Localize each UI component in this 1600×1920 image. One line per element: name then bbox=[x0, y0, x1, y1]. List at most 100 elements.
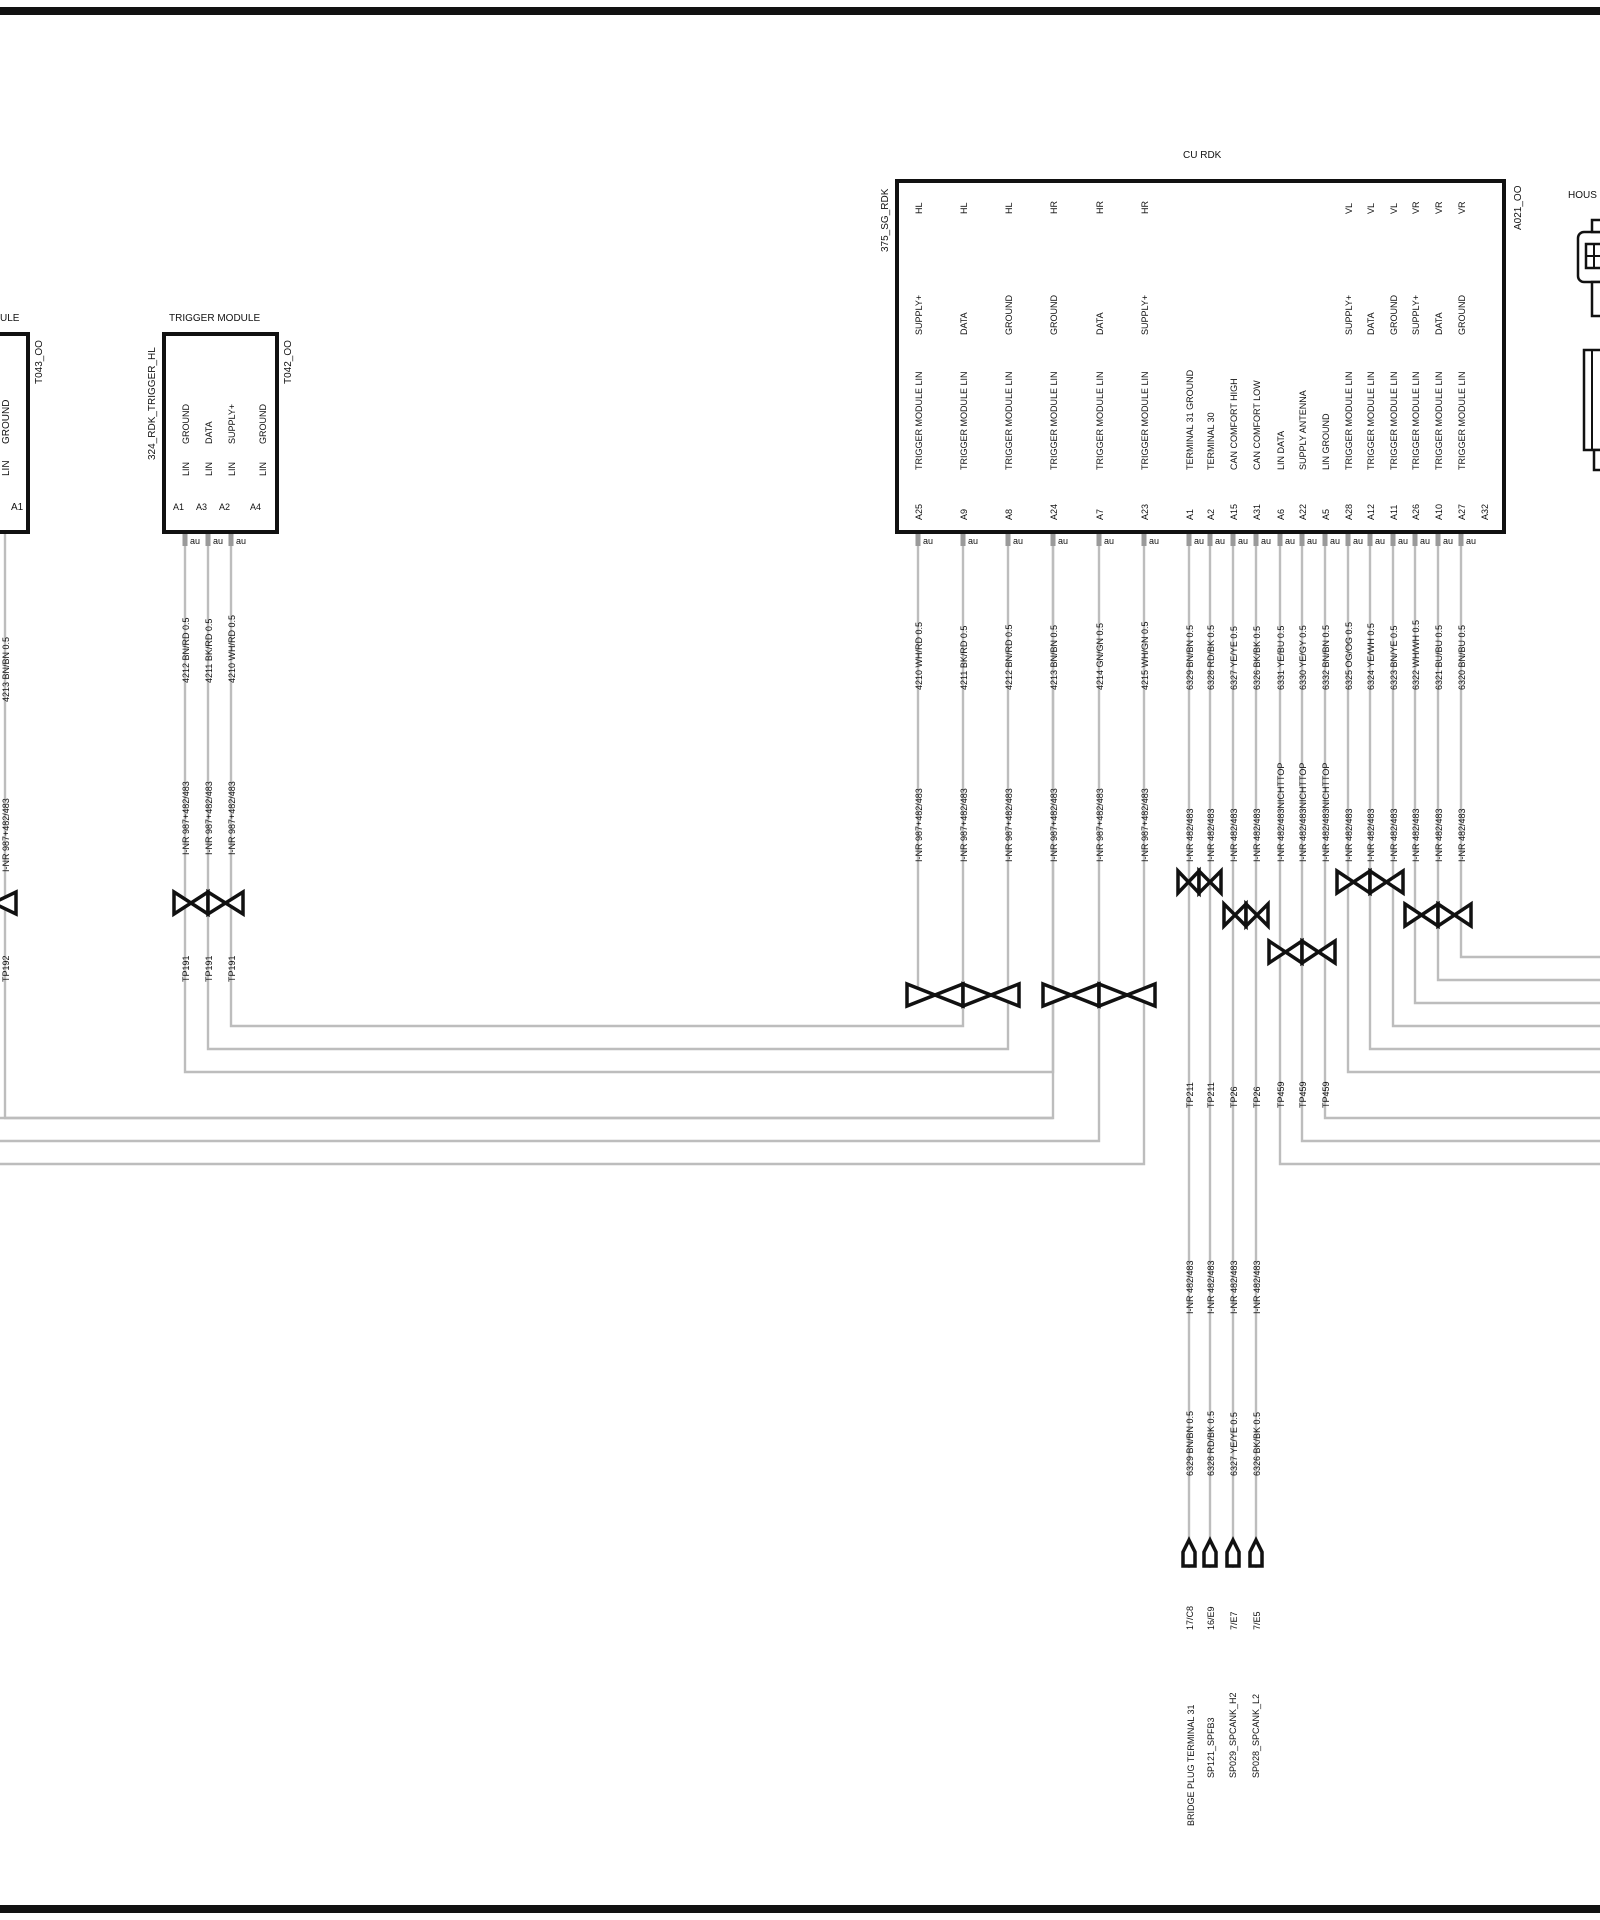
connector-cu-can-segment bbox=[1244, 899, 1270, 931]
cu-pin-location: VL bbox=[1344, 203, 1354, 214]
cu-pin-finish: au bbox=[1353, 536, 1363, 546]
cu-inr-label: I-NR 482/483 bbox=[1457, 808, 1467, 862]
cu-pin-stub bbox=[1458, 534, 1464, 546]
trigger-hl-tp-label: TP191 bbox=[204, 955, 214, 982]
cu-pin-description: TRIGGER MODULE LIN bbox=[1366, 371, 1376, 470]
test-point-label: TP459 bbox=[1298, 1081, 1308, 1108]
cu-pin-description: TRIGGER MODULE LIN bbox=[1140, 371, 1150, 470]
top-border bbox=[0, 7, 1600, 15]
trigger-hl-pin-id: A3 bbox=[196, 502, 207, 512]
cu-pin-finish: au bbox=[968, 536, 978, 546]
cu-inr-label: I-NR 482/483 bbox=[1389, 808, 1399, 862]
cu-inr-label: I-NR 482/483NICHTTOP bbox=[1298, 763, 1308, 862]
trigger-hl-tp-label: TP191 bbox=[181, 955, 191, 982]
cu-pin-id: A11 bbox=[1389, 505, 1399, 520]
cu-pin-finish: au bbox=[1375, 536, 1385, 546]
bridge-plug-terminal bbox=[1202, 1536, 1218, 1568]
cu-pin-finish: au bbox=[1013, 536, 1023, 546]
trigger-hl-inr-label: I-NR 987+482/483 bbox=[204, 781, 214, 855]
trigger-module-hl-box bbox=[162, 332, 279, 534]
cu-pin-id: A10 bbox=[1434, 504, 1444, 520]
cu-pin-description: CAN COMFORT HIGH bbox=[1229, 378, 1239, 470]
cu-pin-stub bbox=[1186, 534, 1192, 546]
cu-pin-stub bbox=[1390, 534, 1396, 546]
cu-inr-label: I-NR 482/483 bbox=[1434, 808, 1444, 862]
cu-wire-label: 6326 BK/BK 0.5 bbox=[1252, 626, 1262, 690]
cu-wire-label: 4215 WH/GN 0.5 bbox=[1140, 621, 1150, 690]
cu-pin-location: VR bbox=[1411, 201, 1421, 214]
cu-pin-stub bbox=[1096, 534, 1102, 546]
cu-pin-description: TRIGGER MODULE LIN bbox=[1004, 371, 1014, 470]
cu-pin-description: TRIGGER MODULE LIN bbox=[1434, 371, 1444, 470]
cu-wire-label: 6325 OG/OG 0.5 bbox=[1344, 622, 1354, 690]
cu-pin-id: A8 bbox=[1004, 509, 1014, 520]
connector-trigger-hl bbox=[172, 888, 245, 918]
wire-6325 bbox=[1346, 532, 1600, 1074]
trigger-hl-wire-label: 4210 WH/RD 0.5 bbox=[227, 615, 237, 683]
cu-wire-label: 6320 BN/BU 0.5 bbox=[1457, 625, 1467, 690]
cu-wire-label: 6327 YE/YE 0.5 bbox=[1229, 626, 1239, 690]
cu-pin-description: CAN COMFORT LOW bbox=[1252, 380, 1262, 470]
cu-pin-id: A32 bbox=[1480, 504, 1490, 520]
connector-cu-lin bbox=[1267, 937, 1337, 967]
trigger-module-partial-inr-label: I-NR 987+482/483 bbox=[1, 798, 11, 872]
cu-pin-location: VR bbox=[1457, 201, 1467, 214]
lower-destination-label: SP029_SPCANK_H2 bbox=[1228, 1692, 1238, 1778]
cu-pin-stub bbox=[1299, 534, 1305, 546]
housing-label: HOUS bbox=[1568, 190, 1597, 201]
wire-4210 bbox=[229, 532, 965, 1028]
cu-pin-id: A23 bbox=[1140, 504, 1150, 520]
cu-pin-function: GROUND bbox=[1004, 295, 1014, 335]
cu-pin-stub bbox=[1412, 534, 1418, 546]
cu-pin-finish: au bbox=[1238, 536, 1248, 546]
trigger-hl-pin-finish: au bbox=[190, 536, 200, 546]
cu-pin-stub bbox=[1367, 534, 1373, 546]
cu-pin-description: TRIGGER MODULE LIN bbox=[1095, 371, 1105, 470]
trigger-module-partial-wire-label: 4213 BN/BN 0.5 bbox=[1, 637, 11, 702]
trigger-module-partial-box bbox=[0, 332, 30, 534]
cu-inr-label: I-NR 987+482/483 bbox=[914, 788, 924, 862]
connector-cu-power-segment bbox=[1197, 866, 1223, 898]
cu-wire-label: 4214 GN/GN 0.5 bbox=[1095, 623, 1105, 690]
trigger-hl-pin-id: A4 bbox=[250, 502, 261, 512]
cu-pin-function: GROUND bbox=[1389, 295, 1399, 335]
lower-inr-label: I-NR 482/483 bbox=[1252, 1260, 1262, 1314]
cu-rdk-title: CU RDK bbox=[1183, 150, 1222, 161]
cu-pin-stub bbox=[1005, 534, 1011, 546]
cu-pin-location: VR bbox=[1434, 201, 1444, 214]
lower-reference: 7/E5 bbox=[1252, 1611, 1262, 1630]
cu-pin-stub bbox=[1230, 534, 1236, 546]
connector-trigger-partial-segment bbox=[0, 889, 18, 917]
trigger-hl-tp-label: TP191 bbox=[227, 955, 237, 982]
cu-pin-stub bbox=[915, 534, 921, 546]
cu-wire-label: 4212 BN/RD 0.5 bbox=[1004, 624, 1014, 690]
cu-pin-description: LIN GROUND bbox=[1321, 413, 1331, 470]
cu-pin-description: LIN DATA bbox=[1276, 431, 1286, 470]
cu-pin-location: HR bbox=[1140, 201, 1150, 214]
cu-inr-label: I-NR 482/483 bbox=[1185, 808, 1195, 862]
cu-pin-function: SUPPLY+ bbox=[1411, 295, 1421, 335]
test-point-label: TP211 bbox=[1206, 1082, 1216, 1108]
cu-pin-id: A15 bbox=[1229, 504, 1239, 520]
cu-pin-finish: au bbox=[1215, 536, 1225, 546]
trigger-module-partial-pin-id: A1 bbox=[11, 502, 24, 513]
cu-inr-label: I-NR 482/483 bbox=[1411, 808, 1421, 862]
connector-cu-hr-segment bbox=[1097, 981, 1157, 1009]
test-point-label: TP211 bbox=[1185, 1082, 1195, 1108]
test-point-label: TP26 bbox=[1252, 1086, 1262, 1108]
cu-pin-stub bbox=[1345, 534, 1351, 546]
lower-reference: 7/E7 bbox=[1229, 1611, 1239, 1630]
lower-destination-label: SP121_SPFB3 bbox=[1206, 1717, 1216, 1778]
test-point-label: TP459 bbox=[1321, 1081, 1331, 1108]
cu-inr-label: I-NR 987+482/483 bbox=[1140, 788, 1150, 862]
cu-inr-label: I-NR 987+482/483 bbox=[959, 788, 969, 862]
cu-wire-label: 6332 BN/BN 0.5 bbox=[1321, 625, 1331, 690]
lower-destination-label: SP028_SPCANK_L2 bbox=[1251, 1694, 1261, 1778]
cu-pin-stub bbox=[1435, 534, 1441, 546]
trigger-module-partial-title: ULE bbox=[0, 313, 20, 324]
cu-pin-description: SUPPLY ANTENNA bbox=[1298, 390, 1308, 470]
trigger-module-hl-code-left: 324_RDK_TRIGGER_HL bbox=[147, 347, 158, 460]
cu-pin-stub bbox=[1207, 534, 1213, 546]
